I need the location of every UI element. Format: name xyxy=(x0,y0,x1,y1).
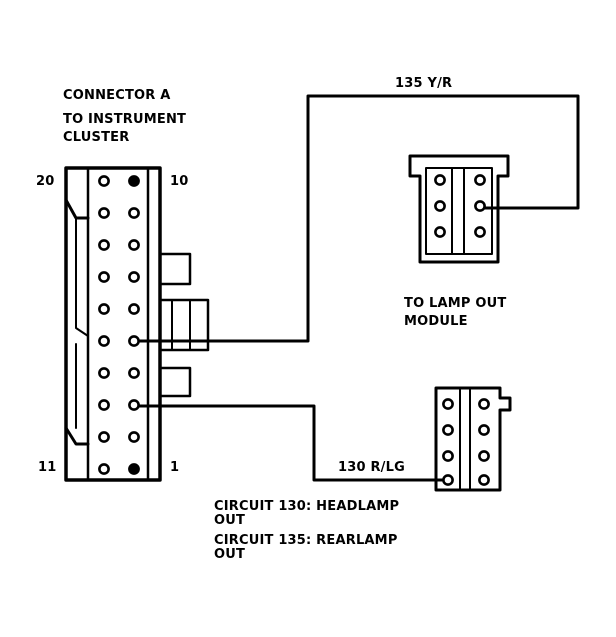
lamp-out-module-pin xyxy=(434,174,446,186)
lamp-out-module-pin xyxy=(474,226,486,238)
connector-a-pin xyxy=(98,175,110,187)
connector-a-pin xyxy=(98,303,110,315)
headlamp-connector xyxy=(434,386,512,492)
lamp-out-module-label-1: TO LAMP OUT xyxy=(404,296,507,311)
connector-a-pin xyxy=(98,367,110,379)
lamp-out-module-pin xyxy=(434,200,446,212)
connector-a-pin xyxy=(128,335,140,347)
legend-line-4: OUT xyxy=(214,547,246,562)
legend-line-2: OUT xyxy=(214,513,246,528)
headlamp-connector-pin xyxy=(478,450,490,462)
connector-a-pin xyxy=(98,239,110,251)
connector-a-pin-filled xyxy=(128,175,140,187)
wire-135 xyxy=(132,94,580,343)
headlamp-connector-pin xyxy=(442,398,454,410)
legend-line-1: CIRCUIT 130: HEADLAMP xyxy=(214,499,400,514)
connector-a-pin xyxy=(128,431,140,443)
connector-a-pin-filled xyxy=(128,463,140,475)
connector-a-pin xyxy=(98,399,110,411)
connector-a-pin xyxy=(98,207,110,219)
lamp-out-module-pin xyxy=(434,226,446,238)
lamp-out-module-label-2: MODULE xyxy=(404,314,468,329)
legend-line-3: CIRCUIT 135: REARLAMP xyxy=(214,533,398,548)
headlamp-connector-pin xyxy=(442,450,454,462)
connector-a-pin xyxy=(128,399,140,411)
connector-a-pin-grid xyxy=(98,175,140,475)
pin-label-10: 10 xyxy=(170,174,189,189)
headlamp-connector-pins xyxy=(442,398,490,486)
headlamp-connector-pin xyxy=(442,424,454,436)
wire-130 xyxy=(132,404,450,482)
wire-135-label: 135 Y/R xyxy=(395,76,453,91)
connector-a-pin xyxy=(128,367,140,379)
lamp-out-module-pin xyxy=(474,174,486,186)
connector-a-title: CONNECTOR A xyxy=(63,88,171,103)
connector-a-pin xyxy=(128,271,140,283)
pin-label-1: 1 xyxy=(170,460,180,475)
headlamp-connector-pin xyxy=(442,474,454,486)
wire-130-label: 130 R/LG xyxy=(338,460,405,475)
connector-a-pin xyxy=(98,463,110,475)
connector-a-subtitle-2: CLUSTER xyxy=(63,130,130,145)
headlamp-connector-pin xyxy=(478,474,490,486)
lamp-out-module-pins xyxy=(434,174,486,238)
pin-label-11: 11 xyxy=(38,460,57,475)
headlamp-connector-pin xyxy=(478,398,490,410)
connector-a-pin xyxy=(128,239,140,251)
pin-label-20: 20 xyxy=(36,174,55,189)
headlamp-connector-pin xyxy=(478,424,490,436)
connector-a-pin xyxy=(98,271,110,283)
lamp-out-module-pin xyxy=(474,200,486,212)
connector-a-pin xyxy=(98,335,110,347)
connector-a-pin xyxy=(98,431,110,443)
lamp-out-module-connector xyxy=(408,154,510,264)
connector-a-subtitle-1: TO INSTRUMENT xyxy=(63,112,187,127)
connector-a-pin xyxy=(128,207,140,219)
connector-a-pin xyxy=(128,303,140,315)
